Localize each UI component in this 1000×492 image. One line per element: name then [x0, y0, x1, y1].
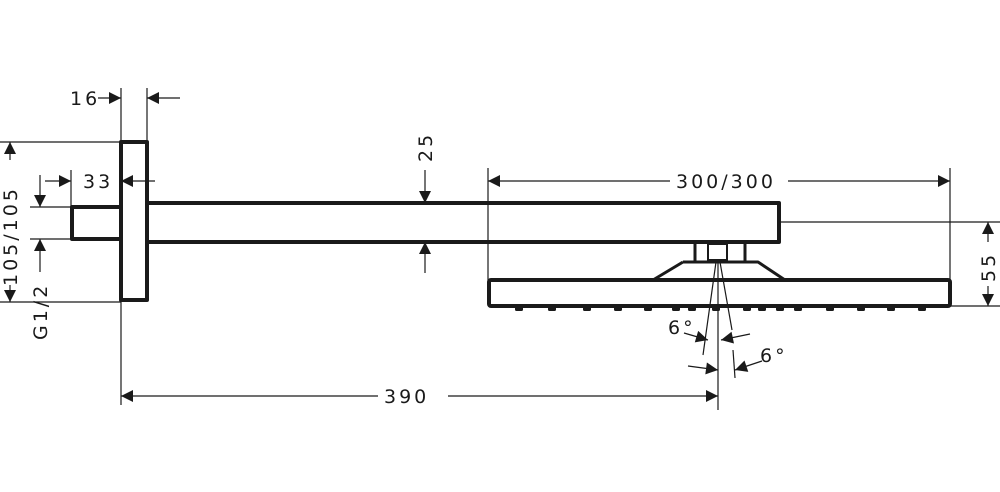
dimension-plate-depth: 16: [70, 88, 180, 110]
dim-16-label: 16: [70, 88, 100, 110]
inlet-stub: [70, 205, 121, 241]
dimension-head-size: 300/300: [488, 171, 950, 193]
nozzle: [758, 306, 766, 311]
dim-25-label: 25: [415, 132, 437, 162]
nozzle: [826, 306, 834, 311]
dimension-thread: G1/2: [30, 175, 52, 340]
shower-arm: [147, 201, 781, 244]
dimension-angles: 6° 6°: [668, 317, 788, 375]
dim-55-label: 55: [978, 252, 1000, 282]
dim-thread-label: G1/2: [30, 283, 52, 340]
nozzle: [887, 306, 895, 311]
nozzle: [614, 306, 622, 311]
nozzle: [743, 306, 751, 311]
shower-head-plate: [487, 278, 952, 308]
nozzle: [712, 306, 720, 311]
angle-right-label: 6°: [760, 345, 788, 367]
dim-105-label: 105/105: [0, 186, 22, 286]
dimension-arm-height: 25: [415, 132, 437, 273]
angle-left-label: 6°: [668, 317, 696, 339]
nozzle: [688, 306, 696, 311]
nozzle: [918, 306, 926, 311]
extension-lines: [0, 88, 1000, 410]
nozzle: [794, 306, 802, 311]
dim-300-label: 300/300: [676, 171, 776, 193]
wall-plate: [119, 140, 149, 302]
dimension-plate-size: 105/105: [0, 142, 22, 302]
nozzle: [644, 306, 652, 311]
nozzle: [672, 306, 680, 311]
dimension-head-height: 55: [978, 222, 1000, 306]
connector-nut: [707, 243, 728, 261]
head-cone: [652, 260, 786, 282]
nozzle: [776, 306, 784, 311]
dim-390-label: 390: [384, 386, 429, 408]
nozzle: [548, 306, 556, 311]
dimension-inlet-length: 33: [45, 171, 155, 193]
dim-33-label: 33: [83, 171, 113, 193]
dimension-projection: 390: [121, 386, 718, 408]
nozzle: [857, 306, 865, 311]
nozzle: [583, 306, 591, 311]
product-outline: [70, 140, 952, 311]
nozzle: [515, 306, 523, 311]
